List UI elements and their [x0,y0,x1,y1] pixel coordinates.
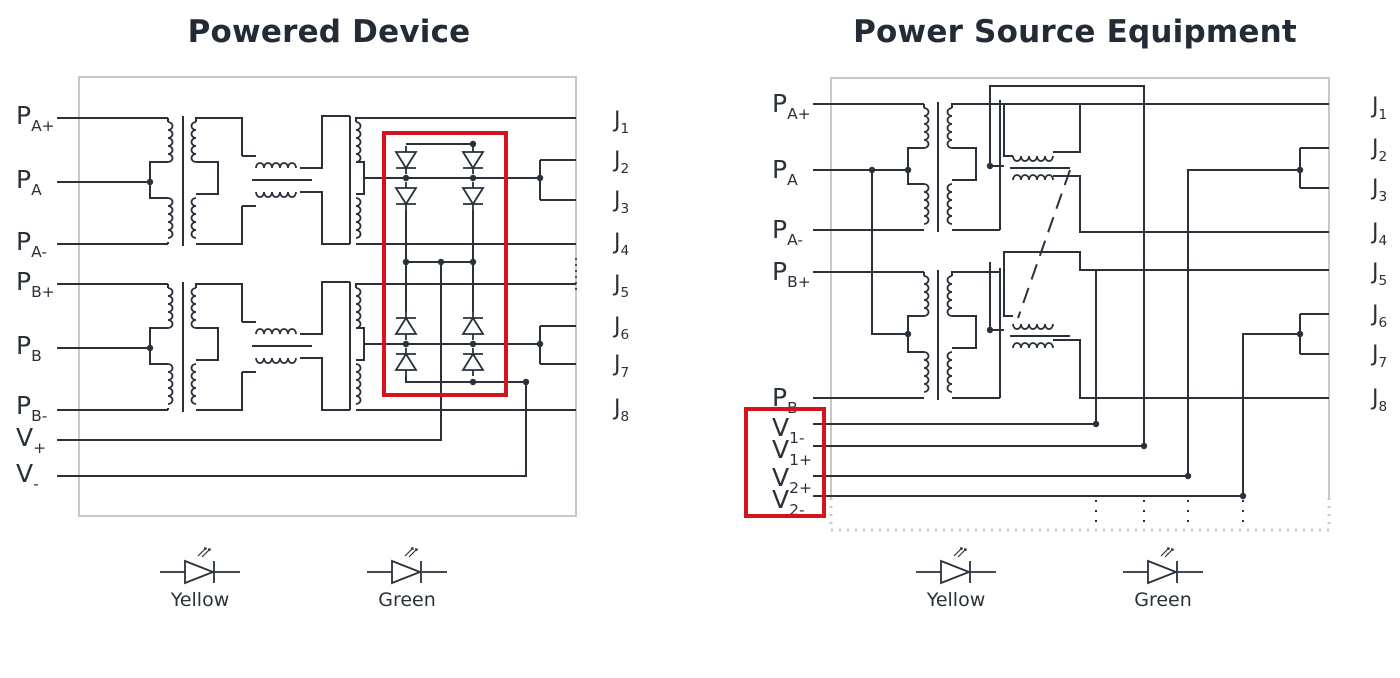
pd-led-green: Green [366,547,448,611]
pse-pin-label: PA [772,155,798,189]
pd-pin-label: PA+ [16,101,55,135]
pse-led-label: Yellow [926,589,986,611]
pse-transformer-a [813,100,1070,232]
pse-leds: Yellow Green [915,547,1204,611]
pse-pin-label: PB+ [772,257,811,291]
pd-pin-label: PB+ [16,267,55,301]
pse-j-label: J8 [1370,386,1387,415]
pd-j-label: J6 [612,314,629,343]
pd-pin-label: V+ [16,423,46,457]
pse-led-yellow: Yellow [915,547,997,611]
pse-transformer-b [813,268,1070,400]
pd-j-label: J4 [612,230,629,259]
pd-led-yellow: Yellow [159,547,241,611]
pse-led-label: Green [1134,589,1192,611]
pd-frame [78,76,577,517]
pd-j-label: J1 [612,108,629,137]
pse-wiring [813,85,1329,530]
pd-led-label: Green [378,589,436,611]
pd-pin-label: PB [16,331,42,365]
pse-j-label: J5 [1370,260,1387,289]
pse-led-green: Green [1122,547,1204,611]
pse-title: Power Source Equipment [853,14,1297,50]
pd-j-label: J3 [612,188,629,217]
pd-pin-label: V- [16,459,39,493]
pd-rectifier-highlight [382,131,508,397]
pd-transformer-a [57,115,576,246]
pse-j-label: J6 [1370,302,1387,331]
pse-j-label: J2 [1370,136,1387,165]
pd-j-label: J7 [612,352,629,381]
pd-j-label: J8 [612,396,629,425]
pse-j-label: J1 [1370,94,1387,123]
pd-led-label: Yellow [170,589,230,611]
pse-j-label: J7 [1370,342,1387,371]
pd-j-label: J5 [612,272,629,301]
pd-pin-label: PB- [16,391,47,425]
pd-pin-label: PA [16,165,42,199]
pse-diagram: PA+PAPA-PB+PB-V1-V1+V2+V2-J1J2J3J4J5J6J7… [744,77,1387,611]
pse-pin-label: V1- [772,413,805,447]
pd-pin-label: PA- [16,227,47,261]
pse-pin-label: V2+ [772,463,812,497]
pd-j-label: J2 [612,148,629,177]
pse-pin-label: PA+ [772,89,811,123]
pse-power-highlight [744,407,826,518]
pse-j-label: J3 [1370,176,1387,205]
pd-rectifier [57,140,577,477]
pse-pin-label: PB- [772,383,803,417]
pse-pin-label: V1+ [772,435,812,469]
pse-pin-label: PA- [772,215,803,249]
pd-leds: Yellow Green [159,547,448,611]
powered-device-title: Powered Device [187,14,471,50]
pd-transformer-b [57,281,576,412]
pse-j-label: J4 [1370,220,1387,249]
powered-device-diagram: PA+ PA PA- PB+ PB PB-V+V- J1J2J3J4J5J6J7J8Yell… [16,76,629,611]
